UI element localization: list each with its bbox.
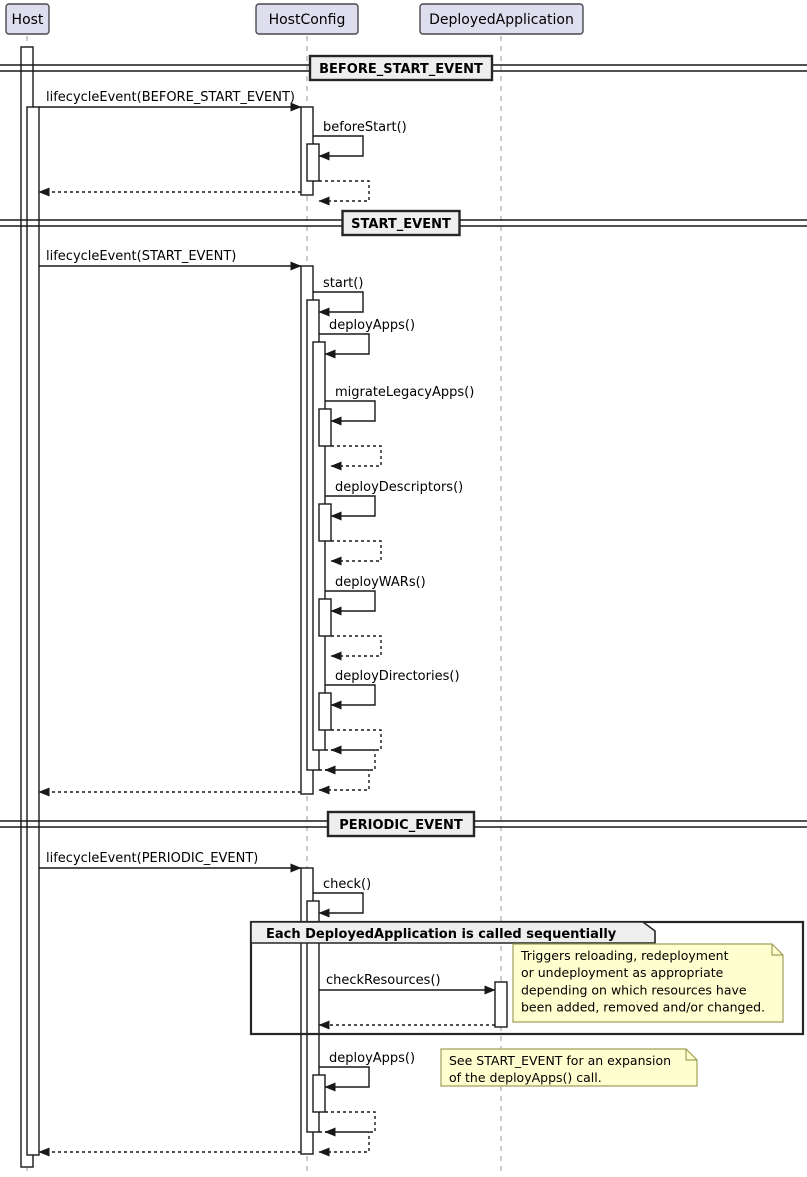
activation-bar-hostconfig (312, 1074, 326, 1113)
message-beforestart: beforeStart() (313, 120, 407, 161)
note-text-line: depending on which resources have (521, 982, 747, 997)
message-self-return-m11 (330, 540, 382, 566)
message-label: checkResources() (326, 973, 441, 988)
message-label: deployApps() (329, 318, 415, 333)
message-line (331, 540, 382, 562)
message-deploydirectories: deployDirectories() (325, 669, 460, 710)
group-frames-layer: Each DeployedApplication is called seque… (249, 920, 805, 1036)
note-body (440, 1048, 698, 1087)
message-deploywars: deployWARs() (325, 575, 426, 616)
message-line (325, 590, 376, 612)
message-label: lifecycleEvent(PERIODIC_EVENT) (46, 851, 258, 866)
message-line (313, 135, 364, 157)
message-label: deployWARs() (335, 575, 426, 590)
activation-bar-hostconfig (318, 408, 332, 447)
group-label-tab (250, 921, 656, 944)
participant-label: HostConfig (269, 12, 346, 28)
message-label: deployDirectories() (335, 669, 460, 684)
message-lifecycleevent-before-start-event: lifecycleEvent(BEFORE_START_EVENT) (39, 90, 302, 112)
note-text-line: Triggers reloading, redeployment (520, 948, 729, 963)
message-label: lifecycleEvent(BEFORE_START_EVENT) (46, 90, 295, 105)
message-line (325, 495, 376, 517)
divider-label: BEFORE_START_EVENT (319, 62, 483, 77)
message-deployapps: deployApps() (319, 1051, 415, 1092)
message-label: deployApps() (329, 1051, 415, 1066)
message-deployapps: deployApps() (319, 318, 415, 359)
message-line (325, 684, 376, 706)
divider-box (326, 810, 476, 838)
participant-box[interactable] (5, 3, 50, 35)
note-text-line: been added, removed and/or changed. (521, 1000, 765, 1015)
activation-bar-hostconfig (312, 341, 326, 751)
message-check: check() (313, 877, 371, 918)
messages-layer: lifecycleEvent(BEFORE_START_EVENT)before… (38, 90, 496, 1157)
note-body (512, 943, 784, 1023)
message-label: check() (323, 877, 371, 892)
dividers-layer: BEFORE_START_EVENT START_EVENT PERIODIC_EV… (0, 54, 807, 838)
message-start: start() (313, 276, 364, 317)
message-self-return-m17 (318, 769, 370, 795)
activation-bar-hostconfig (318, 503, 332, 542)
note-checkresources: Triggers reloading, redeployment or undep… (512, 943, 784, 1023)
message-line (319, 1066, 370, 1088)
message-label: deployDescriptors() (335, 480, 463, 495)
note-text-line: or undeployment as appropriate (521, 965, 724, 980)
message-line (325, 400, 376, 422)
activation-bar-deployedapplication (494, 981, 508, 1028)
message-deploydescriptors: deployDescriptors() (325, 480, 463, 521)
note-fold-icon (771, 944, 783, 956)
message-checkresources: checkResources() (319, 973, 496, 995)
message-line (313, 892, 364, 914)
message-self-return-m3 (318, 180, 370, 206)
participant-label: Host (12, 12, 44, 28)
message-self-return-m13 (330, 635, 382, 661)
message-line (325, 1111, 376, 1133)
message-label: beforeStart() (323, 120, 407, 135)
message-line (331, 445, 382, 467)
message-label: migrateLegacyApps() (335, 385, 474, 400)
activation-bar-hostconfig (318, 692, 332, 731)
participant-box[interactable] (419, 3, 584, 35)
message-migratelegacyapps: migrateLegacyApps() (325, 385, 474, 426)
message-self-return-m25 (318, 1131, 370, 1157)
participant-hostconfig[interactable]: HostConfig (255, 3, 359, 35)
group-label: Each DeployedApplication is called seque… (266, 927, 617, 942)
activations-layer (20, 46, 508, 1168)
participant-deployedapplication[interactable]: DeployedApplication (419, 3, 584, 35)
message-line (319, 769, 370, 791)
divider-before-start-event: BEFORE_START_EVENT (0, 54, 807, 82)
message-line (325, 749, 376, 771)
message-label: start() (323, 276, 363, 291)
message-self-return-m9 (330, 445, 382, 471)
message-lifecycleevent-periodic-event: lifecycleEvent(PERIODIC_EVENT) (39, 851, 302, 873)
divider-label: PERIODIC_EVENT (339, 818, 463, 833)
message-lifecycleevent-start-event: lifecycleEvent(START_EVENT) (39, 249, 302, 271)
activation-bar-hostconfig (306, 143, 320, 182)
divider-label: START_EVENT (351, 217, 451, 232)
message-line (331, 635, 382, 657)
message-line (313, 291, 364, 313)
note-fold-icon (685, 1049, 697, 1061)
message-label: lifecycleEvent(START_EVENT) (46, 249, 236, 264)
divider-box (341, 209, 461, 237)
participant-host[interactable]: Host (5, 3, 50, 35)
note-text-line: See START_EVENT for an expansion (449, 1053, 671, 1068)
divider-start-event: START_EVENT (0, 209, 807, 237)
note-text-line: of the deployApps() call. (449, 1070, 602, 1085)
message-line (319, 333, 370, 355)
participant-box[interactable] (255, 3, 359, 35)
message-line (331, 729, 382, 751)
activation-bar-hostconfig (306, 900, 320, 1133)
activation-bar-host (26, 106, 40, 1156)
divider-periodic-event: PERIODIC_EVENT (0, 810, 807, 838)
notes-layer: Triggers reloading, redeployment or undep… (440, 943, 784, 1087)
divider-box (308, 54, 494, 82)
participants-layer: Host HostConfig DeployedApplication (5, 3, 584, 35)
activation-bar-hostconfig (318, 598, 332, 637)
message-line (319, 1131, 370, 1153)
note-deployapps: See START_EVENT for an expansion of the d… (440, 1048, 698, 1087)
participant-label: DeployedApplication (429, 12, 574, 28)
message-line (319, 180, 370, 202)
